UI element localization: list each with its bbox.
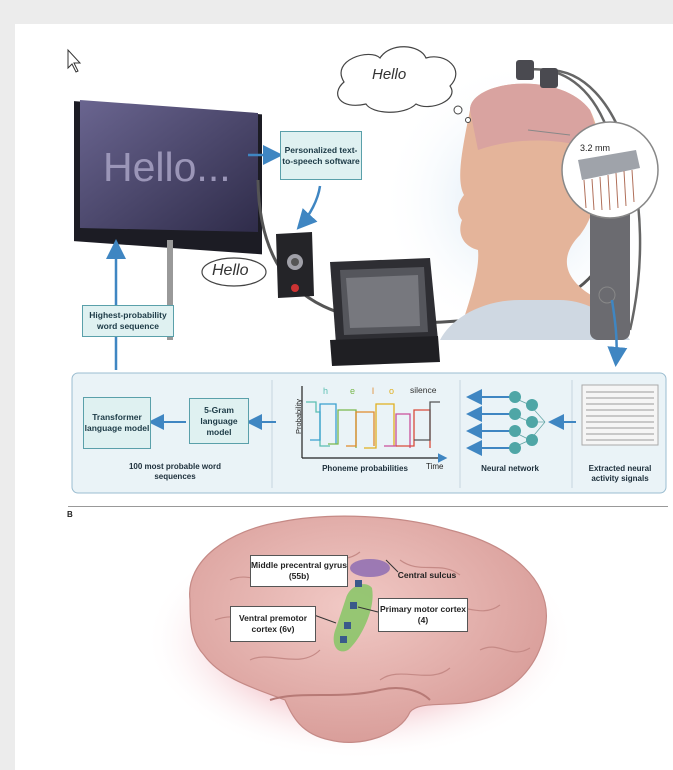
phoneme-e: e	[350, 386, 355, 396]
panel-divider	[68, 506, 668, 507]
tts-box: Personalized text-to-speech software	[280, 131, 362, 180]
middle-precentral-label: Middle precentral gyrus (55b)	[250, 555, 348, 587]
transformer-box: Transformer language model	[83, 397, 151, 449]
phoneme-l: l	[372, 386, 374, 396]
phoneme-o: o	[389, 386, 394, 396]
thought-bubble-text: Hello	[372, 66, 406, 83]
neural-signals-icon	[582, 385, 658, 445]
computer-icon	[330, 258, 440, 366]
chart-ylabel: Probability	[294, 399, 303, 434]
central-sulcus-label: Central sulcus	[396, 562, 458, 588]
neural-caption: Neural network	[470, 464, 550, 474]
phoneme-h: h	[323, 386, 328, 396]
speaker-icon	[276, 232, 314, 298]
signals-caption: Extracted neural activity signals	[578, 464, 662, 484]
sequences-caption: 100 most probable word sequences	[110, 462, 240, 482]
monitor-icon	[74, 100, 262, 340]
speech-bubble-text: Hello	[212, 262, 248, 280]
panel-b-letter: B	[67, 510, 73, 519]
highest-probability-box: Highest-probability word sequence	[82, 305, 174, 337]
chart-xlabel: Time	[426, 462, 443, 471]
fivegram-box: 5-Gram language model	[189, 398, 249, 444]
ventral-premotor-label: Ventral premotor cortex (6v)	[230, 606, 316, 642]
screen-text: Hello...	[103, 144, 231, 191]
phoneme-caption: Phoneme probabilities	[320, 464, 410, 474]
implant-scale: 3.2 mm	[580, 143, 610, 153]
phoneme-silence: silence	[410, 385, 436, 395]
cursor-icon	[68, 50, 80, 72]
primary-motor-label: Primary motor cortex (4)	[378, 598, 468, 632]
